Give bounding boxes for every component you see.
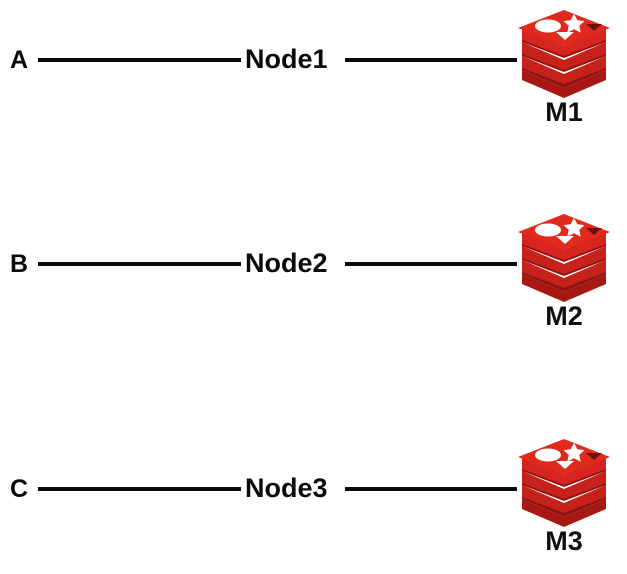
machine-label-m3: M3 bbox=[545, 526, 583, 556]
redis-logo-icon bbox=[512, 8, 616, 98]
redis-logo-icon bbox=[512, 212, 616, 302]
connector-line-right bbox=[345, 58, 517, 62]
node-label-2: Node2 bbox=[245, 248, 328, 278]
machine-node: M2 bbox=[512, 212, 616, 332]
endpoint-label-c: C bbox=[10, 475, 29, 503]
topology-row: C Node3 bbox=[0, 429, 627, 559]
redis-logo-icon bbox=[512, 437, 616, 527]
node-label-3: Node3 bbox=[245, 473, 328, 503]
connector-line-left bbox=[38, 262, 241, 266]
topology-row: B Node2 bbox=[0, 204, 627, 334]
topology-row: A Node1 bbox=[0, 0, 627, 130]
endpoint-label-b: B bbox=[10, 250, 29, 278]
connector-line-right bbox=[345, 262, 517, 266]
machine-label-m2: M2 bbox=[545, 301, 583, 331]
node-label-1: Node1 bbox=[245, 44, 328, 74]
connector-line-right bbox=[345, 487, 517, 491]
endpoint-label-a: A bbox=[10, 46, 29, 74]
machine-node: M1 bbox=[512, 8, 616, 128]
machine-label-m1: M1 bbox=[545, 97, 583, 127]
connector-line-left bbox=[38, 58, 241, 62]
machine-node: M3 bbox=[512, 437, 616, 557]
connector-line-left bbox=[38, 487, 241, 491]
